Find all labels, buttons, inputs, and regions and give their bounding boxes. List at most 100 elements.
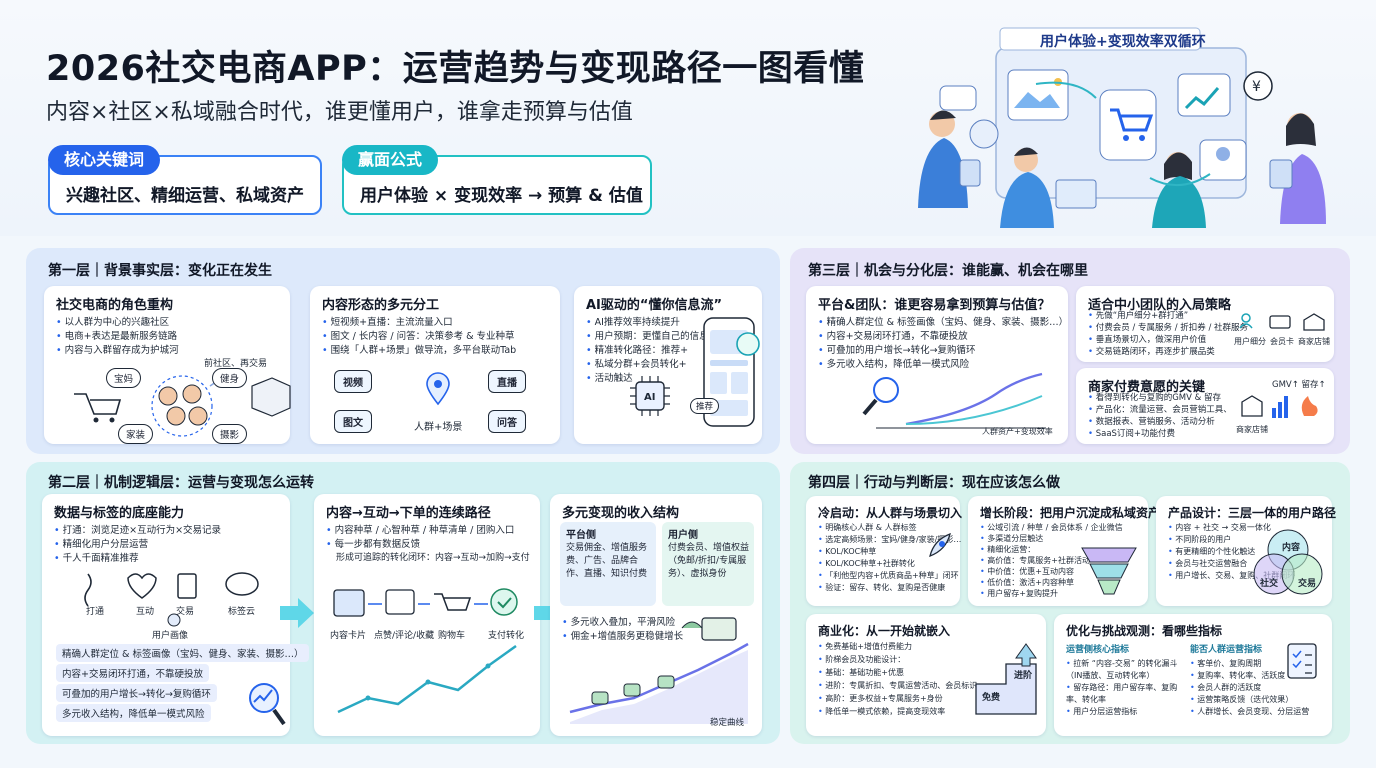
tag-fitness: 健身 [212,368,248,388]
bullet: 会员人群的活跃度 [1190,682,1309,694]
layer1-panel: 第一层｜背景事实层：变化正在发生 社交电商的角色重构 以人群为中心的兴趣社区 电… [26,248,780,454]
card-title: 增长阶段：把用户沉淀成私域资产 [980,506,1161,520]
bullet: 客单价、复购周期 [1190,658,1309,670]
bullet: 明确核心人群 & 人群标签 [818,522,961,534]
layer2-card-path: 内容→互动→下单的连续路径 内容种草 / 心智种草 / 种草清单 / 团购入口 … [314,494,540,736]
layer3-panel: 第三层｜机会与分化层：谁能赢、机会在哪里 平台&团队：谁更容易拿到预算与估值？ … [790,248,1350,454]
bullet: 不同阶段的用户 [1168,534,1295,546]
col-title: 能否人群运营指标 [1190,645,1263,655]
step-label: 内容卡片 [330,631,367,641]
bullet: KOL/KOC种草 [818,546,961,558]
bullet: 数据报表、营销服务、活动分析 [1088,416,1232,428]
step-label: 点赞/评论/收藏 [374,631,435,641]
icon-label: 商家店铺 [1298,337,1330,346]
stair-label: 进阶 [1014,671,1033,681]
tag-article: 图文 [334,410,372,433]
flow-arrow-icon [280,598,314,628]
chart-label: 稳定曲线 [710,718,745,728]
bullet: 可叠加的用户增长→转化→复购循环 [818,344,1068,358]
keywords-box: 核心关键词 兴趣社区、精细运营、私域资产 [48,145,322,215]
formula-label: 赢面公式 [342,145,439,175]
stair-label: 免费 [982,693,1001,703]
formula-text: 用户体验 × 变现效率 → 预算 & 估值 [360,186,643,206]
summary-pill: 内容+交易闭环打通，不靠硬投放 [56,664,209,682]
chart-label: 人群资产+变现效率 [982,427,1053,436]
metric-label: GMV↑ 留存↑ [1272,380,1326,390]
bullet: 活动触达 [586,372,718,386]
path-steps-diagram [333,588,518,714]
ai-chip-icon [630,376,670,416]
chip-label: AI [644,392,656,403]
bullet: 用户预期：更懂自己的信息流 [586,330,719,344]
card-title: AI驱动的“懂你信息流” [586,298,722,313]
platform-revenue-box: 平台侧 交易佣金、增值服务费、广告、品牌合作、直播、知识付费 [560,522,656,606]
bullet: 基础：基础功能+优惠 [818,666,977,679]
magnifier-icon [249,683,286,726]
bullet: 留存路径：用户留存率、复购率、转化率 [1066,682,1184,706]
bullet: 产品化：流量运营、会员营销工具、 [1088,404,1232,416]
checklist-icon [1287,643,1317,679]
bullet: 每一步都有数据反馈 [326,538,514,552]
layer2-card-data: 数据与标签的底座能力 打通：浏览足迹×互动行为×交易记录 精细化用户分层运营 千… [42,494,310,736]
bullet: 电商+表达是最新服务链路 [56,330,179,344]
summary-pill: 精确人群定位 & 标签画像（宝妈、健身、家装、摄影…） [56,644,310,662]
page-title: 2026社交电商APP：运营趋势与变现路径一图看懂 [46,49,865,89]
tag-home: 家装 [118,424,154,444]
layer1-card-role: 社交电商的角色重构 以人群为中心的兴趣社区 电商+表达是最新服务链路 内容与入群… [44,286,291,444]
layer4-card-monetize: 商业化：从一开始就嵌入 免费基础+增值付费能力 阶梯会员及功能设计： 基础：基础… [806,614,1046,736]
bullet: 人群增长、会员变现、分层运营 [1190,706,1309,718]
bullet: 复购率、转化率、活跃度 [1190,670,1309,682]
svg-text:¥: ¥ [1252,79,1261,95]
bullet: 私域分群+会员转化+ [586,358,718,372]
bullet: 千人千面精准推荐 [54,552,221,566]
header-banner: 2026社交电商APP：运营趋势与变现路径一图看懂 内容×社区×私域融合时代，谁… [0,0,1376,236]
card-title: 平台&团队：谁更容易拿到预算与估值？ [818,298,1051,313]
bullet: 公域引流 / 种草 / 会员体系 / 企业微信 [980,522,1122,533]
card-title: 数据与标签的底座能力 [54,506,185,521]
tag-live: 直播 [488,370,526,393]
summary-pill: 可叠加的用户增长→转化→复购循环 [56,684,217,702]
venn-diagram [1253,529,1323,595]
bullet: 运营策略反馈（迭代效果） [1190,694,1309,706]
bullet: 多元收入结构，降低单一模式风险 [818,358,1068,372]
bullet: 用户增长、交易、复购、社群闭环 [1168,570,1295,582]
step-label: 支付转化 [488,631,525,641]
layer2-panel: 第二层｜机制逻辑层：运营与变现怎么运转 数据与标签的底座能力 打通：浏览足迹×互… [26,462,780,744]
bullet: 垂直场景切入，做深用户价值 [1088,334,1248,346]
location-pin-icon [426,372,450,406]
center-label: 用户画像 [152,631,189,641]
layer1-card-ai: AI驱动的“懂你信息流” AI推荐效率持续提升 用户预期：更懂自己的信息流 精准… [574,286,762,444]
card-title: 优化与挑战观测：看哪些指标 [1066,624,1223,638]
layer3-card-merchant: 商家付费意愿的关键 看得到转化与复购的GMV & 留存 产品化：流量运营、会员营… [1076,368,1334,444]
keywords-label: 核心关键词 [48,145,161,175]
icon-label: 用户细分 [1234,337,1266,346]
icon-label: 标签云 [228,607,256,617]
bullet: 中价值：优惠+互动内容 [980,566,1123,577]
bullet: 精确人群定位 & 标签画像（宝妈、健身、家装、摄影…） [818,316,1068,330]
stairs-icon [975,643,1037,715]
bullet: 内容与入群留存成为护城河 [56,344,179,358]
bullet: AI推荐效率持续提升 [586,316,718,330]
col-title: 运营侧核心指标 [1066,645,1130,655]
col-title: 平台侧 [566,530,596,541]
card-title: 产品设计：三层一体的用户路径 [1168,506,1337,520]
bullet: SaaS订阅+功能付费 [1088,428,1232,440]
venn-label: 社交 [1260,579,1279,589]
bullet: KOL/KOC种草+社群转化 [818,558,961,570]
layer4-panel: 第四层｜行动与判断层：现在应该怎么做 冷启动：从人群与场景切入 明确核心人群 &… [790,462,1350,744]
icon-label: 打通 [86,607,105,617]
bullet: 精细化用户分层运营 [54,538,221,552]
strategy-icons [1239,313,1325,331]
bullet: 内容+交易闭环打通，不靠硬投放 [818,330,1068,344]
bullet: 看得到转化与复购的GMV & 留存 [1088,392,1232,404]
path-note: 形成可追踪的转化闭环：内容→互动→加购→支付 [336,553,530,563]
icon-label: 互动 [136,607,155,617]
col-title: 用户侧 [668,530,698,541]
rocket-icon [929,532,951,558]
growth-curve-chart [862,372,1046,429]
recommend-tag: 推荐 [690,398,720,414]
card-title: 内容→互动→下单的连续路径 [326,506,491,521]
layer4-card-coldstart: 冷启动：从人群与场景切入 明确核心人群 & 人群标签 选定高频场景：宝妈/健身/… [806,496,962,606]
bullet: 围绕「人群+场景」做导流，多平台联动Tab [322,344,517,358]
layer4-card-metrics: 优化与挑战观测：看哪些指标 运营侧核心指标 拉新 “内容-交易” 的转化漏斗 （… [1054,614,1332,736]
